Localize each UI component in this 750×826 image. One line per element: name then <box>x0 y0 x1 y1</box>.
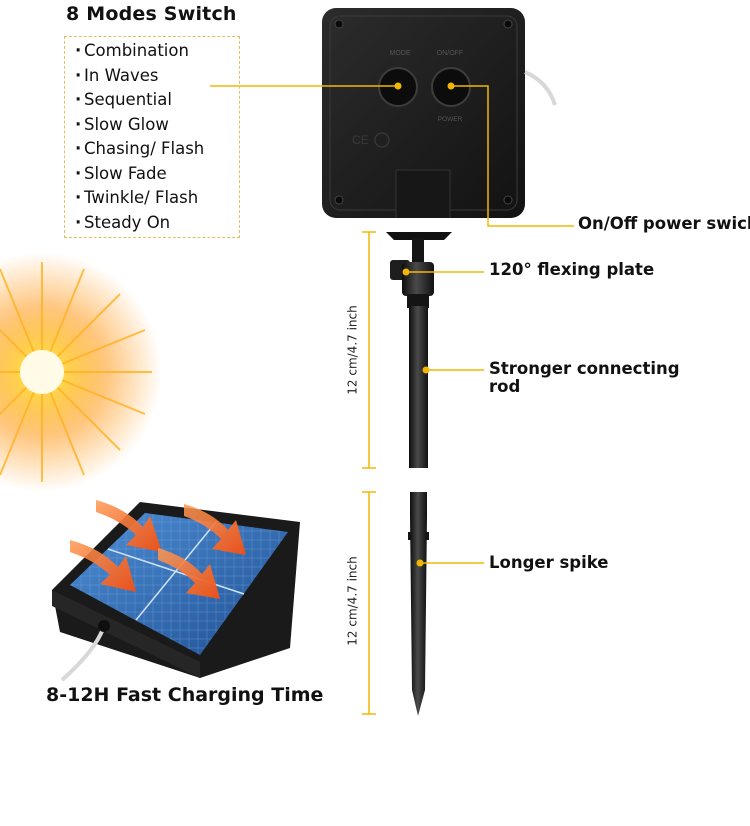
mode-name: Twinkle/ Flash <box>84 188 199 207</box>
rod-length-label: 12 cm/4.7 inch <box>345 305 360 395</box>
bullet: · <box>75 41 82 60</box>
mode-name: In Waves <box>84 65 159 85</box>
bullet: · <box>75 139 82 158</box>
mode-name: Slow Glow <box>84 114 169 134</box>
list-item: ·Slow Glow <box>75 113 239 138</box>
list-item: ·Slow Fade <box>75 162 239 187</box>
dimension-lines <box>362 231 376 715</box>
connecting-rod-callout: Stronger connecting rod <box>489 360 680 396</box>
control-box: MODE ON/OFF POWER CE <box>322 8 557 218</box>
ce-mark: CE <box>352 133 369 147</box>
list-item: ·Chasing/ Flash <box>75 137 239 162</box>
bullet: · <box>75 188 82 207</box>
flexing-plate-callout: 120° flexing plate <box>489 260 655 279</box>
modes-list: ·Combination ·In Waves ·Sequential ·Slow… <box>75 39 239 235</box>
bullet: · <box>75 90 82 109</box>
power-switch-callout: On/Off power swich <box>578 214 750 233</box>
mode-name: Steady On <box>84 212 171 232</box>
list-item: ·Combination <box>75 39 239 64</box>
charging-arrows-icon <box>70 500 246 599</box>
recycle-icon <box>374 132 390 148</box>
mode-label: MODE <box>390 50 411 57</box>
sun-icon <box>0 252 162 492</box>
mode-name: Chasing/ Flash <box>84 139 205 158</box>
bullet: · <box>75 163 82 183</box>
bullet: · <box>75 114 82 134</box>
list-item: ·Steady On <box>75 211 239 236</box>
modes-title: 8 Modes Switch <box>66 3 237 25</box>
spike-callout: Longer spike <box>489 553 609 572</box>
bullet: · <box>75 65 82 85</box>
list-item: ·Sequential <box>75 88 239 113</box>
solar-panel <box>52 502 300 682</box>
onoff-label: ON/OFF <box>437 50 463 57</box>
mode-name: Combination <box>84 41 189 60</box>
spike-length-label: 12 cm/4.7 inch <box>345 556 360 646</box>
charging-time-label: 8-12H Fast Charging Time <box>46 684 324 706</box>
ground-stake <box>386 232 452 716</box>
bullet: · <box>75 212 82 232</box>
connecting-rod-callout-line1: Stronger connecting <box>489 359 680 378</box>
mode-name: Slow Fade <box>84 163 167 183</box>
modes-list-box: ·Combination ·In Waves ·Sequential ·Slow… <box>64 36 240 238</box>
list-item: ·Twinkle/ Flash <box>75 186 239 211</box>
connecting-rod-callout-line2: rod <box>489 377 521 396</box>
callout-lines <box>210 85 574 564</box>
list-item: ·In Waves <box>75 64 239 89</box>
mode-name: Sequential <box>84 90 172 109</box>
power-label: POWER <box>438 116 463 123</box>
